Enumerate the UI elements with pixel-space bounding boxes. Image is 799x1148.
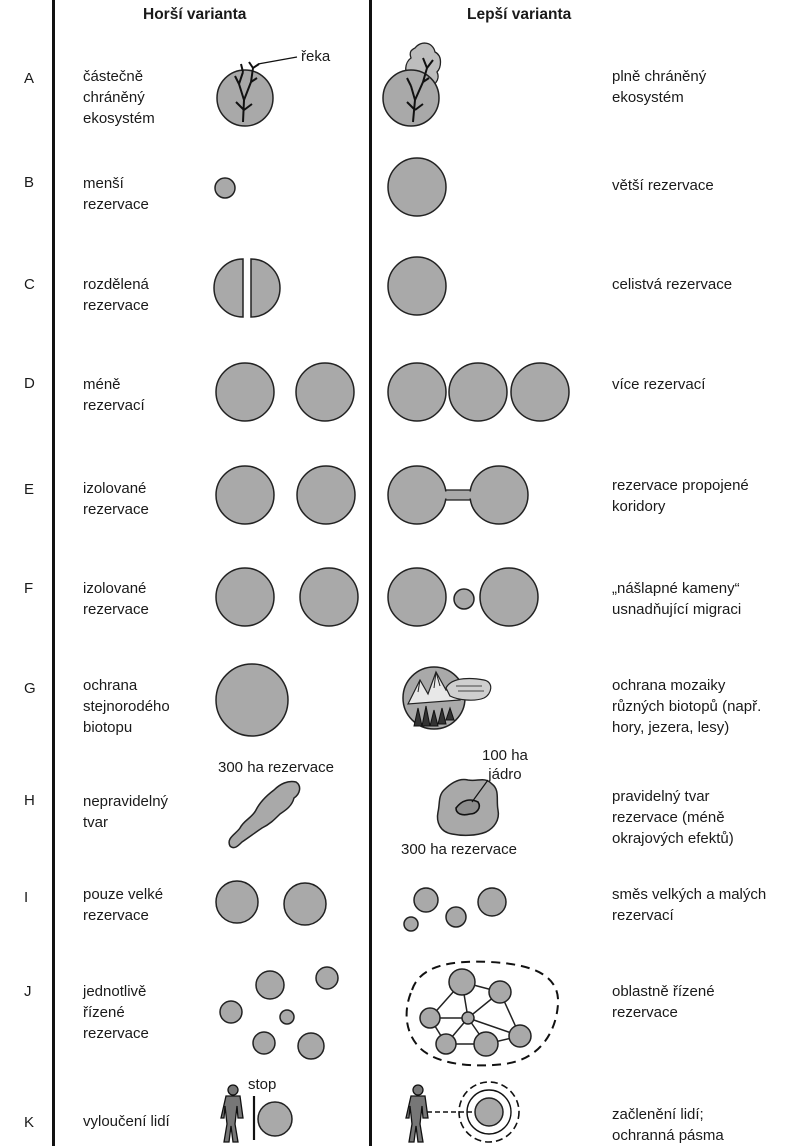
row-left-text: nepravidelný tvar — [83, 793, 169, 831]
row-letter: I — [24, 889, 29, 906]
row-left-text: ochrana stejnorodého biotopu — [83, 677, 170, 736]
small-reserve-figure — [214, 177, 236, 199]
isolated-reserves-figure — [215, 567, 359, 627]
person-excluded-figure — [220, 1084, 293, 1143]
row-left-text: menší rezervace — [83, 175, 149, 213]
row-right-text: více rezervací — [612, 376, 706, 393]
large-reserve-figure — [387, 157, 447, 217]
row-letter: E — [24, 481, 35, 498]
row-left-text: izolované rezervace — [83, 580, 149, 618]
row-letter: G — [24, 680, 36, 697]
corridor-reserves-figure — [387, 465, 529, 525]
header-worse: Horší varianta — [143, 6, 247, 23]
row-right-text: začlenění lidí; ochranná pásma — [612, 1106, 724, 1144]
label-stop: stop — [248, 1076, 277, 1093]
label-river: řeka — [301, 48, 331, 65]
uniform-habitat-figure — [215, 663, 289, 737]
row-left-text: vyloučení lidí — [83, 1113, 170, 1130]
regionally-managed-figure — [405, 960, 560, 1067]
person-included-figure — [405, 1081, 520, 1143]
row-letter: J — [24, 983, 32, 1000]
row-letter: F — [24, 580, 34, 597]
isolated-reserves-figure — [215, 465, 356, 525]
row-letter: K — [24, 1114, 35, 1131]
whole-reserve-figure — [387, 256, 447, 316]
row-right-text: „nášlapné kameny“ usnadňující migraci — [612, 580, 742, 618]
row-right-text: oblastně řízené rezervace — [612, 983, 715, 1021]
fewer-reserves-figure — [215, 362, 355, 422]
label-300ha-left: 300 ha rezervace — [218, 759, 334, 776]
divided-reserve-figure — [213, 258, 281, 318]
full-ecosystem-figure — [382, 42, 442, 127]
partial-ecosystem-figure — [216, 56, 298, 127]
row-left-text: méně rezervací — [83, 376, 145, 414]
mixed-reserves-figure — [403, 887, 507, 932]
individually-managed-figure — [219, 966, 339, 1060]
row-right-text: rezervace propojené koridory — [612, 477, 749, 515]
divider-left — [52, 0, 55, 1146]
row-left-text: izolované rezervace — [83, 480, 149, 518]
label-300ha-right: 300 ha rezervace — [401, 841, 517, 858]
row-letter: B — [24, 174, 35, 191]
row-left-text: rozdělená rezervace — [83, 276, 149, 314]
irregular-shape-figure — [228, 780, 301, 849]
row-letter: H — [24, 792, 35, 809]
row-letter: A — [24, 70, 35, 87]
row-left-text: pouze velké rezervace — [83, 886, 164, 924]
more-reserves-figure — [387, 362, 570, 422]
row-right-text: celistvá rezervace — [612, 276, 733, 293]
large-reserves-only-figure — [215, 880, 327, 926]
row-left-text: částečně chráněný ekosystém — [83, 68, 155, 127]
row-right-text: pravidelný tvar rezervace (méně okrajový… — [612, 788, 734, 847]
stepping-stones-figure — [387, 567, 539, 627]
row-letter: C — [24, 276, 35, 293]
divider-middle — [369, 0, 372, 1146]
label-core: 100 ha jádro — [482, 747, 528, 783]
header-better: Lepší varianta — [467, 6, 572, 23]
row-right-text: směs velkých a malých rezervací — [612, 886, 767, 924]
row-right-text: ochrana mozaiky různých biotopů (např. h… — [612, 677, 762, 736]
regular-shape-figure — [436, 778, 500, 837]
row-left-text: jednotlivě řízené rezervace — [83, 983, 149, 1042]
row-letter: D — [24, 375, 35, 392]
row-right-text: plně chráněný ekosystém — [612, 68, 707, 106]
row-right-text: větší rezervace — [612, 177, 714, 194]
habitat-mosaic-figure — [402, 666, 492, 730]
